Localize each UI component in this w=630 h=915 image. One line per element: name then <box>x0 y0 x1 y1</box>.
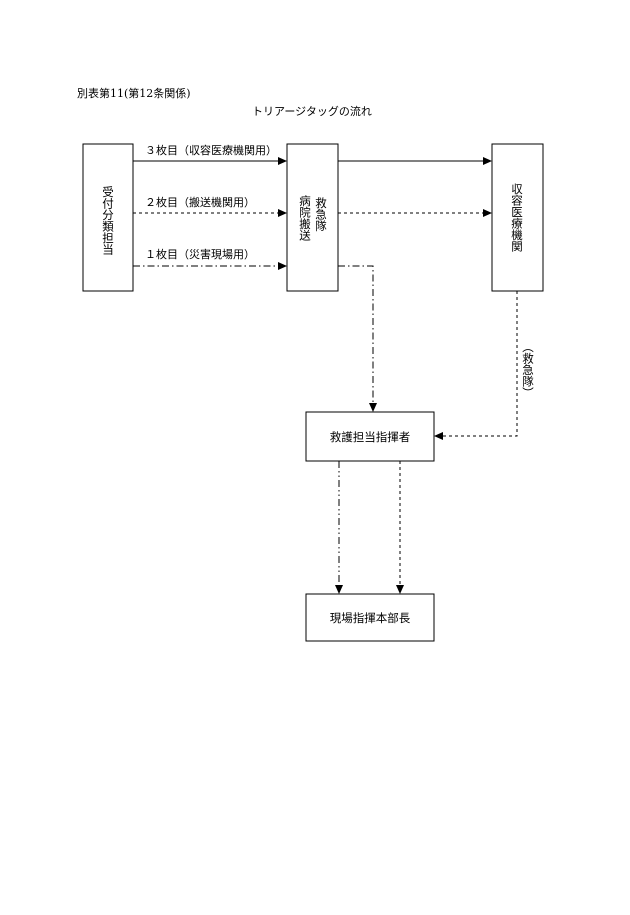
sheet2-arrowhead <box>278 209 287 217</box>
ambulance-label: 救急隊 <box>314 196 328 231</box>
sheet2-label: ２枚目（搬送機関用） <box>145 195 255 209</box>
site-commander-label: 現場指揮本部長 <box>330 611 411 625</box>
ambulance-to-commander-line <box>338 265 374 404</box>
ambulance-to-institution-solid-arrowhead <box>483 157 492 165</box>
rescue-commander-box <box>305 411 435 462</box>
receiving-institution-box <box>491 143 544 292</box>
sheet1-arrowhead <box>278 262 287 270</box>
commander-to-site-dashdot-arrowhead <box>335 585 343 594</box>
receiving-institution-label: 収容医療機関 <box>510 183 524 252</box>
return-via-ambulance-label: （救急隊） <box>521 341 535 399</box>
sheet3-label: ３枚目（収容医療機関用） <box>145 143 277 157</box>
ambulance-to-institution-dashed-arrowhead <box>483 209 492 217</box>
ambulance-to-commander-arrowhead <box>369 403 377 412</box>
reception-box <box>82 143 134 292</box>
sheet1-label: １枚目（災害現場用） <box>145 247 255 261</box>
hospital-transport-label: 病院搬送 <box>298 194 312 242</box>
site-commander-box <box>305 593 435 642</box>
reception-label: 受付分類担当 <box>101 186 115 256</box>
document-heading: 別表第11(第12条関係) <box>77 87 191 100</box>
institution-to-commander-line <box>442 291 518 437</box>
institution-to-commander-arrowhead <box>434 432 443 440</box>
document-title: トリアージタッグの流れ <box>252 105 372 118</box>
commander-to-site-dashed-arrowhead <box>396 585 404 594</box>
ambulance-box <box>286 143 339 292</box>
rescue-commander-label: 救護担当指揮者 <box>330 430 411 444</box>
sheet3-arrowhead <box>278 157 287 165</box>
